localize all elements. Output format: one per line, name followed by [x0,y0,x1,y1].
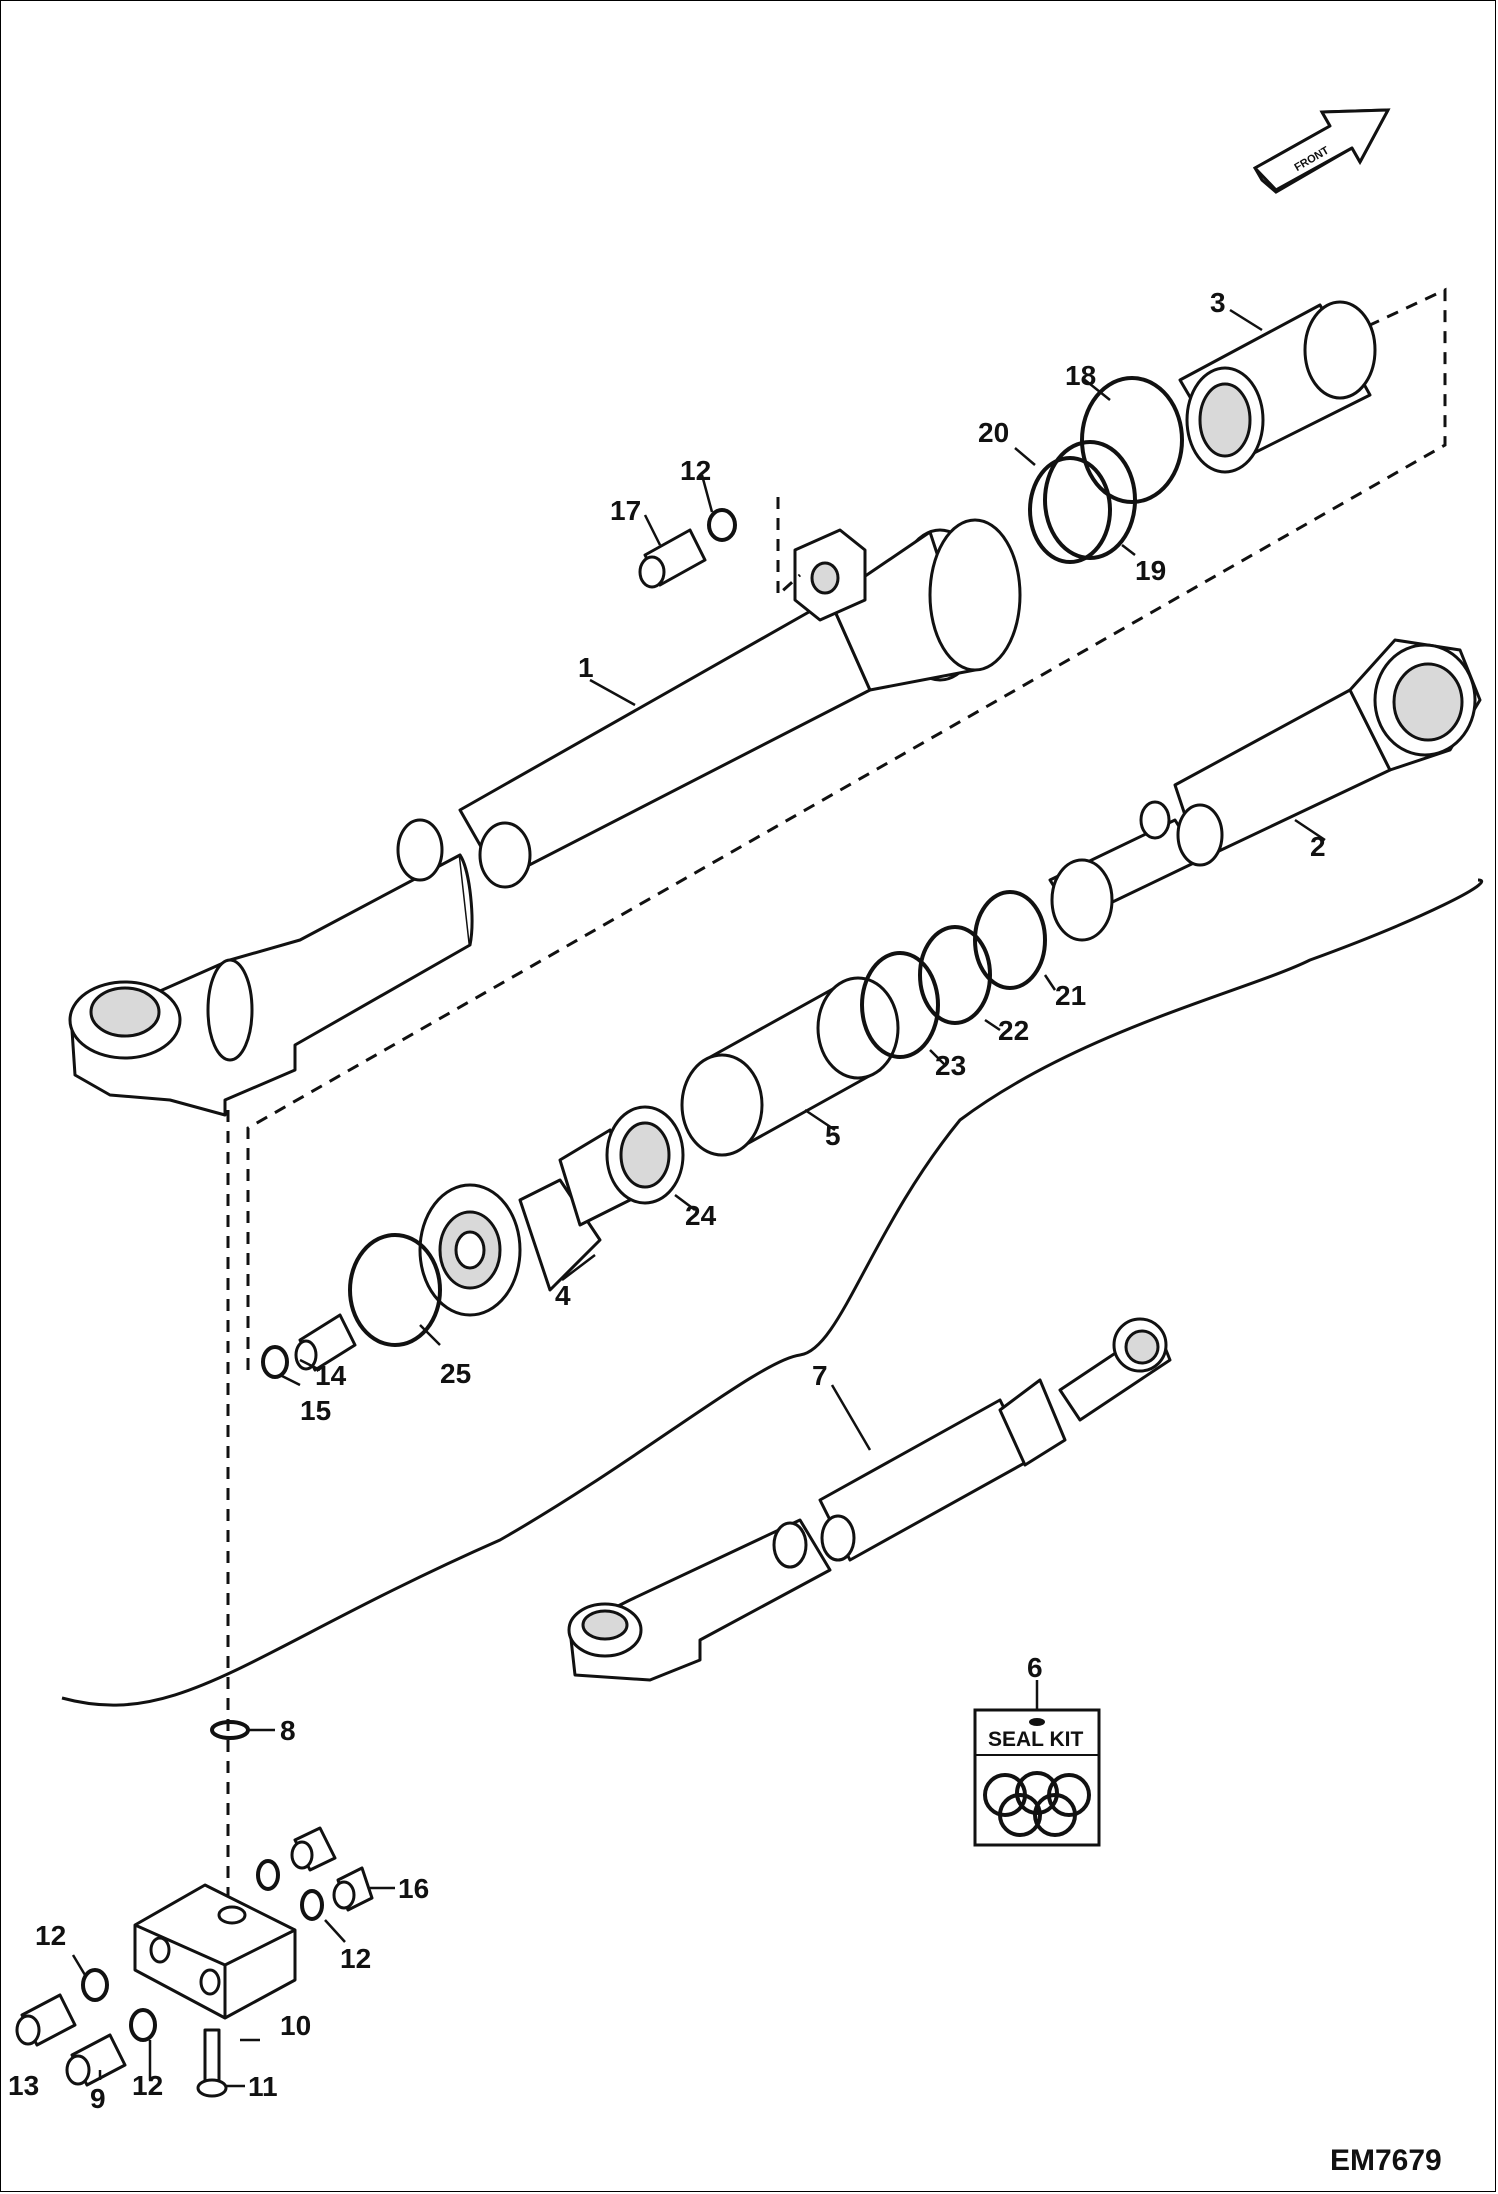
callout-12-bottom: 12 [132,2070,163,2101]
seal-kit-label: SEAL KIT [988,1728,1083,1751]
callout-8: 8 [280,1715,296,1746]
front-arrow-icon: FRONT [1252,108,1391,194]
callout-20: 20 [978,417,1009,448]
callout-6: 6 [1027,1652,1043,1683]
plug-16b [332,1866,374,1912]
piston-seal-24-inner [619,1121,671,1189]
callout-19: 19 [1135,555,1166,586]
callout-13: 13 [8,2070,39,2101]
ring-23 [860,951,940,1059]
o-ring-20 [1028,456,1112,564]
screw-11 [196,2028,228,2098]
callout-5: 5 [825,1120,841,1151]
callout-17: 17 [610,495,641,526]
spacer-5 [680,976,900,1157]
callout-1: 1 [578,652,594,683]
ring-21 [973,890,1047,990]
callout-23: 23 [935,1050,966,1081]
washer-12-top [707,508,737,542]
backup-ring-19 [1043,440,1137,560]
valve-block-10 [133,1883,297,2020]
callout-4: 4 [555,1280,571,1311]
fitting-17 [638,528,707,589]
callout-11: 11 [248,2071,278,2102]
insert-14 [294,1313,357,1372]
callout-12-top: 12 [680,455,711,486]
callout-14: 14 [315,1360,347,1391]
alignment-dashed-line-fitting [776,497,802,599]
callout-15: 15 [300,1395,331,1426]
cylinder-barrel [68,518,1022,1117]
o-ring-25 [348,1233,442,1347]
callouts: 1 2 3 4 5 6 7 8 9 10 11 12 12 12 12 13 1… [8,287,1326,2114]
callout-12-left: 12 [35,1920,66,1951]
callout-22: 22 [998,1015,1029,1046]
plug-16a [290,1826,337,1872]
cylinder-rod [1048,638,1482,942]
washer-12-left-lower [129,2008,157,2042]
washer-12-left-upper [81,1968,109,2002]
ring-22 [918,925,992,1025]
callout-9: 9 [90,2083,106,2114]
callout-25: 25 [440,1358,471,1389]
washer-12-right-lower [300,1889,324,1921]
diagram-code: EM7679 [1330,2144,1442,2177]
fitting-9 [65,2033,127,2087]
fitting-13 [15,1993,77,2047]
complete-cylinder-7 [567,1317,1172,1682]
washer-12-right-upper [256,1859,280,1891]
section-break-curve [61,878,1484,1707]
ring-15 [261,1345,289,1379]
o-ring-18 [1080,376,1184,504]
callout-3: 3 [1210,287,1226,318]
callout-12-right: 12 [340,1943,371,1974]
callout-10: 10 [280,2010,311,2041]
callout-18: 18 [1065,360,1096,391]
callout-16: 16 [398,1873,429,1904]
cylinder-head [1178,300,1377,474]
callout-21: 21 [1055,980,1086,1011]
seal-kit-icon: SEAL KIT [973,1708,1101,1847]
callout-2: 2 [1310,831,1326,862]
piston-4 [418,1128,632,1317]
callout-7: 7 [812,1360,828,1391]
o-ring-8 [210,1720,250,1740]
leader-lines [71,308,1326,2088]
callout-24: 24 [685,1200,717,1231]
alignment-dashed-line-main [246,287,1447,1370]
